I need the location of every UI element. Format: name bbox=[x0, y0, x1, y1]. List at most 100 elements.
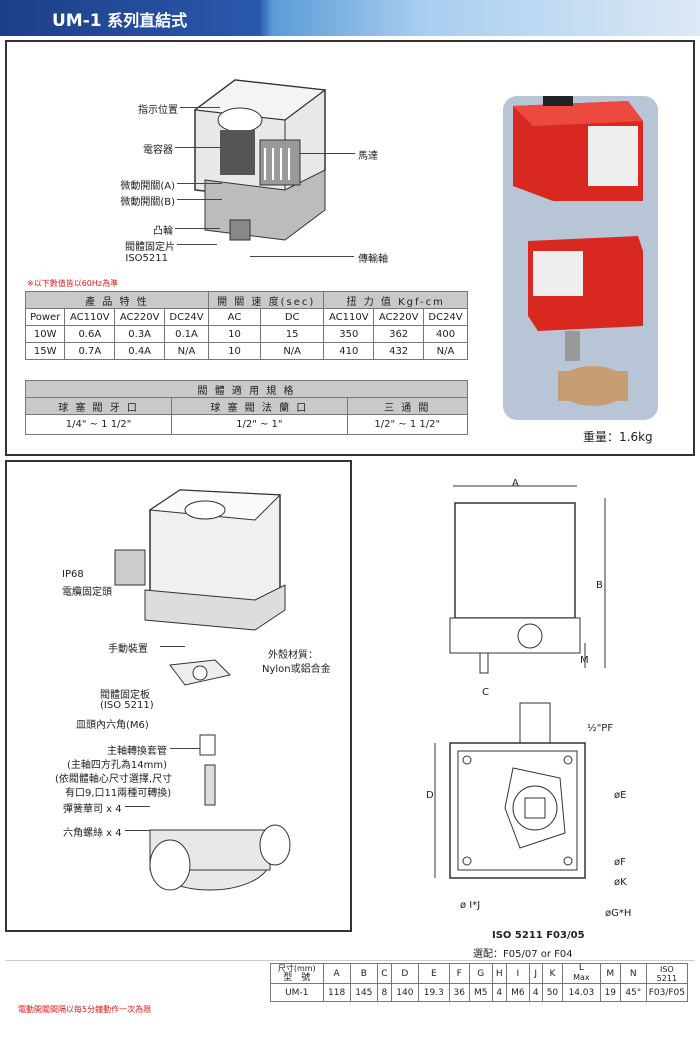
leader-line bbox=[175, 228, 220, 229]
leader-line bbox=[177, 199, 222, 200]
table-cell: 14.03 bbox=[562, 983, 601, 1002]
table-header: G bbox=[468, 963, 493, 984]
table-header: AC220V bbox=[114, 308, 166, 326]
exploded-section bbox=[5, 460, 352, 932]
label-sleeve-2: (依閥體軸心尺寸選擇,尺寸 bbox=[55, 774, 173, 785]
leader-line bbox=[125, 806, 150, 807]
label-screw: 皿頭內六角(M6) bbox=[76, 720, 149, 731]
table-row: 產 品 特 性 開 關 速 度(sec) 扭 力 值 Kgf-cm bbox=[25, 291, 468, 309]
table-cell: 0.7A bbox=[64, 342, 116, 360]
dimension-drawing bbox=[434, 485, 606, 879]
label-cable: 電纜固定頭 bbox=[62, 587, 112, 598]
label-bracket: 閥體固定片 bbox=[125, 242, 175, 253]
actuator-photo bbox=[513, 96, 643, 406]
leader-line bbox=[175, 147, 220, 148]
exploded-drawing bbox=[114, 489, 291, 891]
leader-line bbox=[160, 646, 185, 647]
table-row: 10W 0.6A 0.3A 0.1A 10 15 350 362 400 bbox=[24, 325, 468, 343]
label-ip68: IP68 bbox=[62, 569, 84, 580]
dim-label-m: M bbox=[580, 655, 589, 666]
label-plate-iso: (ISO 5211) bbox=[100, 700, 154, 711]
table-cell: 0.1A bbox=[164, 325, 209, 343]
dim-label-f: øF bbox=[614, 857, 626, 868]
dim-label-b: B bbox=[596, 580, 603, 591]
label-sleeve-3: 有口9,口11兩種可轉換) bbox=[65, 788, 172, 799]
dim-label-k: øK bbox=[614, 877, 627, 888]
cutaway-drawing bbox=[193, 79, 327, 241]
table-header: M bbox=[599, 963, 621, 984]
leader-line bbox=[177, 244, 217, 245]
table-cell: 432 bbox=[373, 342, 425, 360]
table-cell: 10 bbox=[207, 342, 262, 360]
table-cell: 0.3A bbox=[114, 325, 166, 343]
table-header: D bbox=[390, 963, 419, 984]
table-header: DC bbox=[260, 308, 325, 326]
dim-label-pf: ½"PF bbox=[587, 723, 614, 734]
label-housing-value: Nylon或鋁合金 bbox=[262, 664, 331, 675]
table-header: C bbox=[376, 963, 392, 984]
table-header: 球 塞 閥 牙 口 bbox=[24, 397, 173, 415]
l-label: L bbox=[578, 963, 584, 973]
table-header: N bbox=[619, 963, 647, 984]
table-row: 15W 0.7A 0.4A N/A 10 N/A 410 432 N/A bbox=[24, 342, 468, 360]
table-header: AC bbox=[207, 308, 262, 326]
table-cell: 400 bbox=[423, 325, 468, 343]
l-sub-label: Max bbox=[573, 973, 590, 982]
table-cell: 410 bbox=[323, 342, 375, 360]
table-cell: M5 bbox=[468, 983, 493, 1002]
weight-label: 重量：1.6kg bbox=[583, 430, 653, 444]
label-plate: 閥體固定板 bbox=[100, 690, 150, 701]
table-cell: 10 bbox=[207, 325, 262, 343]
page-title: UM-1 系列直結式 bbox=[52, 11, 188, 31]
table-header: DC24V bbox=[423, 308, 468, 326]
table-header: AC220V bbox=[373, 308, 425, 326]
table-cell: 8 bbox=[376, 983, 392, 1002]
bottom-note: 電動開關間隔以每5分鐘動作一次為限 bbox=[18, 1005, 152, 1014]
table-row: UM-1 118 145 8 140 19.3 36 M5 4 M6 4 50 … bbox=[270, 983, 689, 1002]
leader-line bbox=[300, 153, 355, 154]
table-header: E bbox=[417, 963, 450, 984]
leader-line bbox=[180, 107, 220, 108]
table-cell: 4 bbox=[528, 983, 543, 1002]
table-header: Power bbox=[24, 308, 66, 326]
table-header: 尺寸(mm)型 號 bbox=[270, 963, 324, 984]
table-header: B bbox=[349, 963, 378, 984]
table-header: K bbox=[541, 963, 564, 984]
dim-label-e: øE bbox=[614, 790, 627, 801]
spec-table: 產 品 特 性 開 關 速 度(sec) 扭 力 值 Kgf-cm Power … bbox=[24, 291, 468, 360]
dim-label-d: D bbox=[426, 790, 434, 801]
table-cell: 350 bbox=[323, 325, 375, 343]
table-cell: 4 bbox=[491, 983, 507, 1002]
table-cell: 1/2" ~ 1" bbox=[171, 414, 348, 435]
table-group-header: 扭 力 值 Kgf-cm bbox=[323, 291, 468, 309]
leader-line bbox=[177, 183, 222, 184]
label-motor: 馬達 bbox=[358, 151, 378, 162]
spec-section bbox=[5, 40, 695, 456]
table-row: Power AC110V AC220V DC24V AC DC AC110V A… bbox=[24, 308, 468, 326]
table-header: I bbox=[505, 963, 530, 984]
table-cell: 140 bbox=[390, 983, 419, 1002]
header-bar: UM-1 系列直結式 bbox=[0, 0, 700, 36]
dim-label-gh: øG*H bbox=[605, 908, 632, 919]
iso-note-2: 選配：F05/07 or F04 bbox=[473, 949, 573, 960]
dim-label-c: C bbox=[482, 687, 489, 698]
table-header: 球 塞 閥 法 蘭 口 bbox=[171, 397, 348, 415]
table-cell: N/A bbox=[260, 342, 325, 360]
table-cell: F03/F05 bbox=[645, 983, 689, 1002]
table-row: 球 塞 閥 牙 口 球 塞 閥 法 蘭 口 三 通 閥 bbox=[24, 397, 469, 415]
table-row: 1/4" ~ 1 1/2" 1/2" ~ 1" 1/2" ~ 1 1/2" bbox=[24, 414, 469, 435]
table-cell: 15 bbox=[260, 325, 325, 343]
label-washer: 彈簧華司 x 4 bbox=[63, 804, 122, 815]
label-sleeve: 主軸轉換套管 bbox=[107, 746, 167, 757]
label-sleeve-1: (主軸四方孔為14mm) bbox=[67, 760, 168, 771]
table-cell: 0.4A bbox=[114, 342, 166, 360]
leader-line bbox=[125, 830, 150, 831]
table-header: F bbox=[448, 963, 470, 984]
table-row: 閥 體 適 用 規 格 bbox=[25, 380, 468, 398]
table-cell: N/A bbox=[423, 342, 468, 360]
label-indicator: 指示位置 bbox=[138, 105, 178, 116]
table-header: A bbox=[322, 963, 351, 984]
table-header: H bbox=[491, 963, 507, 984]
